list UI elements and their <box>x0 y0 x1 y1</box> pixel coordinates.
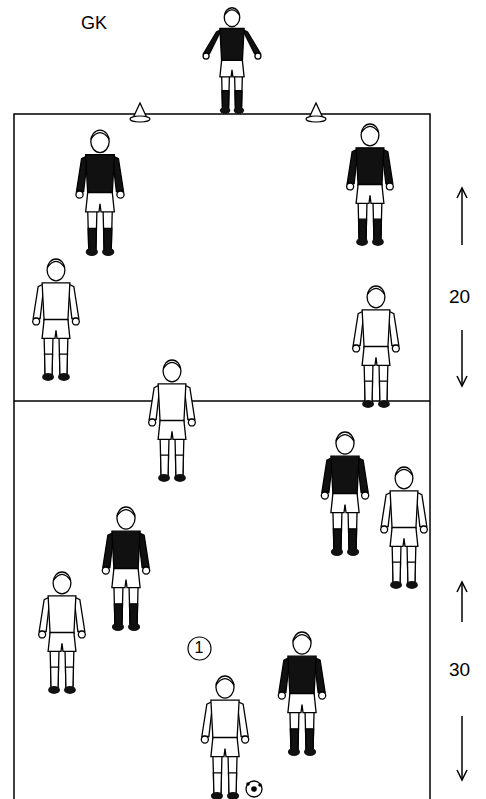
cone-base <box>306 116 326 122</box>
light-player <box>381 467 428 589</box>
cone-base <box>130 116 150 122</box>
light-player <box>39 572 86 694</box>
light-player <box>353 286 400 408</box>
dimension-arrowhead <box>457 770 467 780</box>
dark-player <box>203 8 261 114</box>
dimension-line <box>461 582 463 622</box>
pitch-outline <box>14 114 430 799</box>
light-player <box>149 360 196 482</box>
ball <box>246 781 262 797</box>
dimension-arrowhead <box>457 582 467 592</box>
dimension-line <box>461 188 463 245</box>
field-lines <box>14 8 467 799</box>
dark-player <box>347 124 394 246</box>
callout-number: 1 <box>195 640 204 656</box>
role-label: GK <box>81 14 107 32</box>
dimension-line <box>461 716 463 780</box>
dimension-line <box>461 330 463 386</box>
light-player <box>33 259 80 381</box>
dimension-label: 30 <box>449 660 470 679</box>
dark-player <box>321 432 368 556</box>
dimension-arrowhead <box>457 376 467 386</box>
dimension-label: 20 <box>449 287 470 306</box>
callout-circle: 1 <box>187 636 212 661</box>
dark-player <box>278 632 325 756</box>
dimension-arrowhead <box>457 188 467 198</box>
dark-player <box>102 507 149 631</box>
dark-player <box>76 130 124 256</box>
light-player <box>201 676 248 799</box>
